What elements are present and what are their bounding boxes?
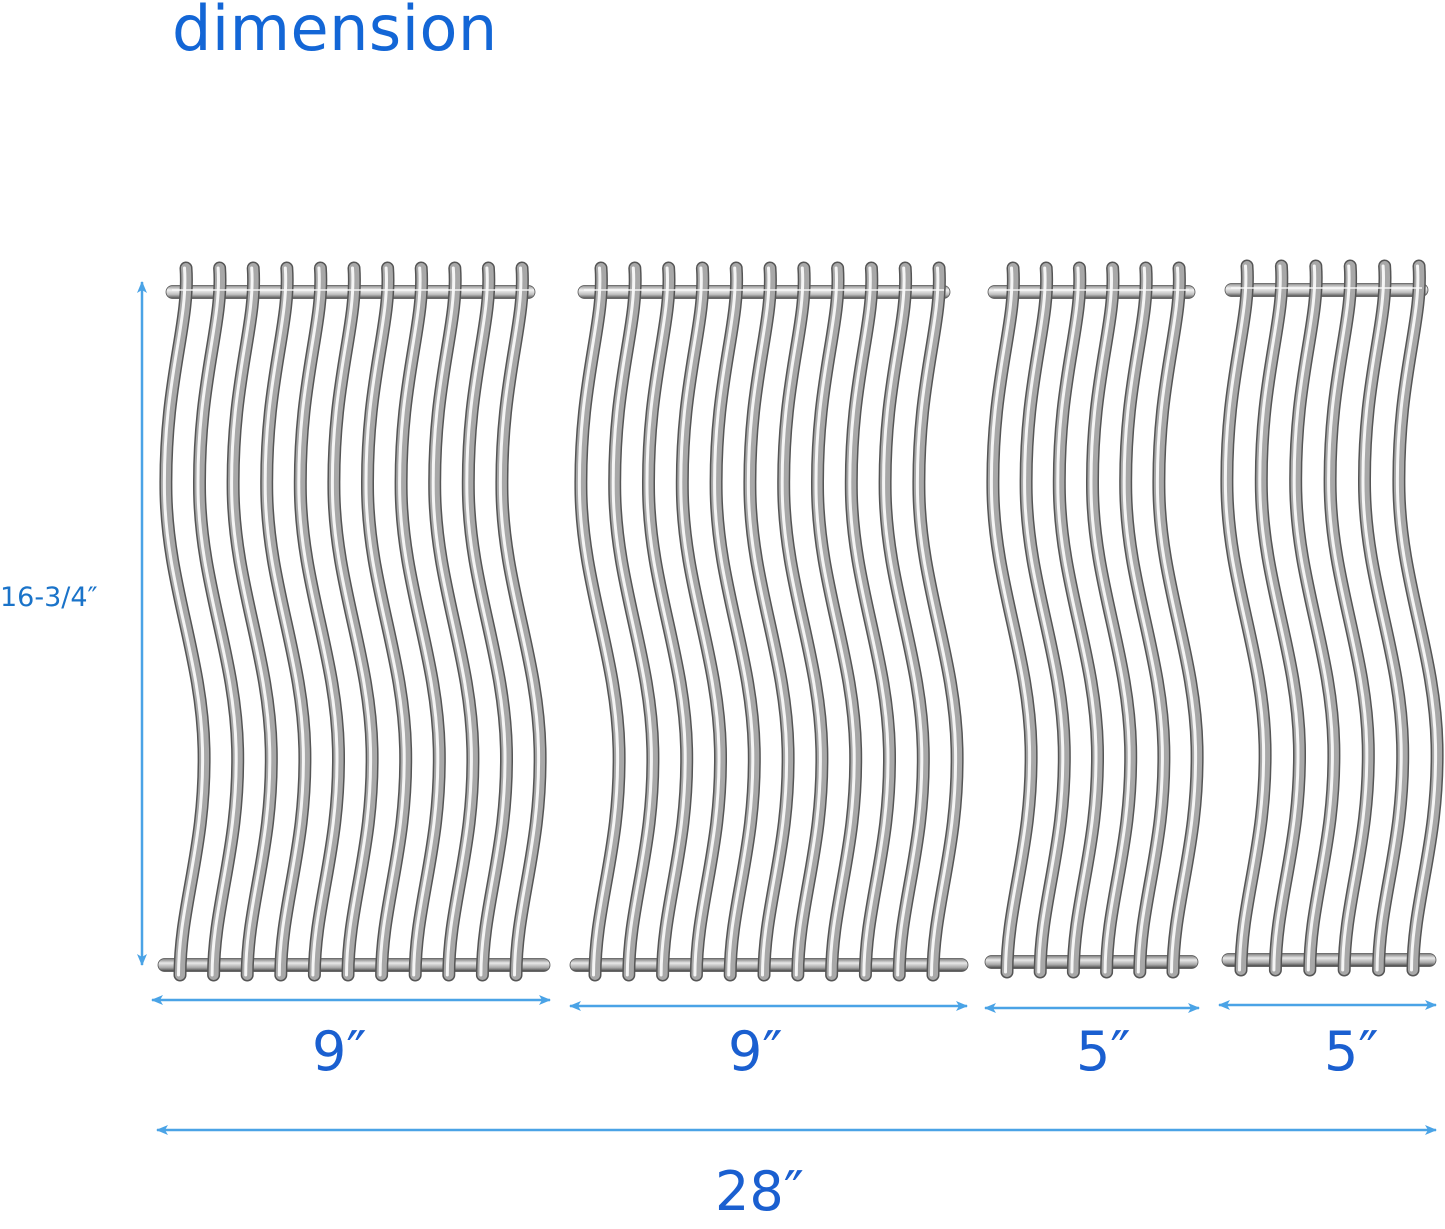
grate-rod xyxy=(1052,261,1104,979)
grate-3 xyxy=(984,261,1204,979)
total-width-label: 28″ xyxy=(715,1160,804,1223)
grate-1-width-label: 9″ xyxy=(312,1020,367,1083)
grate-rod xyxy=(394,261,446,982)
grate-rod xyxy=(912,261,964,982)
grate-rod xyxy=(193,261,245,982)
grate-3-width-label: 5″ xyxy=(1076,1020,1131,1083)
grate-rod xyxy=(811,261,863,982)
grate-rod xyxy=(844,261,896,982)
grate-rod xyxy=(878,261,930,982)
grate-rod xyxy=(743,261,795,982)
grate-4 xyxy=(1220,259,1444,977)
grate-2-width-label: 9″ xyxy=(728,1020,783,1083)
grate-rod xyxy=(1086,261,1138,979)
grate-rod xyxy=(159,261,211,982)
grate-rod xyxy=(777,261,829,982)
grate-rod xyxy=(642,261,694,982)
grate-rod xyxy=(1220,259,1272,977)
grate-rod xyxy=(327,261,379,982)
page-title: dimension xyxy=(172,0,498,65)
grate-rod xyxy=(226,261,278,982)
grate-rod xyxy=(1254,259,1306,977)
height-label: 16-3/4″ xyxy=(0,582,98,613)
grate-rod xyxy=(293,261,345,982)
grate-rod xyxy=(1358,259,1410,977)
grate-rod xyxy=(428,261,480,982)
grate-rod xyxy=(1119,261,1171,979)
grate-rod xyxy=(495,261,547,982)
grate-rod xyxy=(361,261,413,982)
grate-2 xyxy=(569,261,969,982)
grate-rod xyxy=(1152,261,1204,979)
grate-rod xyxy=(1323,259,1375,977)
grate-rod xyxy=(709,261,761,982)
grate-rod xyxy=(608,261,660,982)
grate-rod xyxy=(1289,259,1341,977)
grate-rod xyxy=(574,261,626,982)
grate-rod xyxy=(1392,259,1444,977)
grate-rod xyxy=(461,261,513,982)
grate-1 xyxy=(157,261,551,982)
grate-rod xyxy=(1019,261,1071,979)
grate-rod xyxy=(986,261,1038,979)
grate-rod xyxy=(260,261,312,982)
grate-rod xyxy=(675,261,727,982)
grate-4-width-label: 5″ xyxy=(1324,1020,1379,1083)
